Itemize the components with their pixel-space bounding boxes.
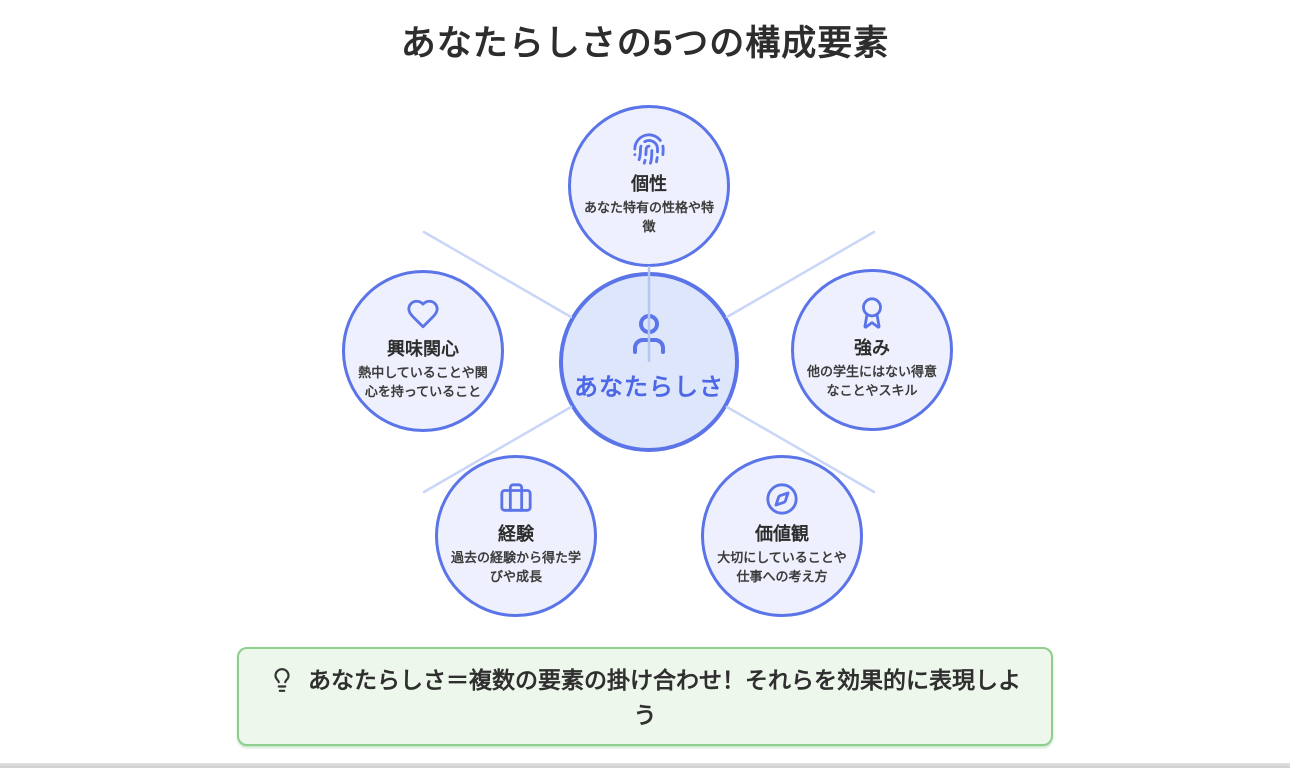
callout-message: あなたらしさ＝複数の要素の掛け合わせ！それらを効果的に表現しよう xyxy=(308,667,1021,728)
compass-icon xyxy=(765,482,799,516)
node-description: 過去の経験から得た学びや成長 xyxy=(450,550,581,584)
node-label: 興味関心 xyxy=(387,339,459,359)
node-experience: 経験 過去の経験から得た学びや成長 xyxy=(435,455,597,617)
briefcase-icon xyxy=(499,482,533,516)
award-icon xyxy=(855,296,889,330)
node-description: 熱中していることや関心を持っていること xyxy=(358,365,488,399)
node-label: 経験 xyxy=(498,524,534,544)
center-node: あなたらしさ xyxy=(559,272,739,452)
node-description: あなた特有の性格や特徴 xyxy=(583,200,714,234)
node-personality: 個性 あなた特有の性格や特徴 xyxy=(568,105,730,267)
node-label: 価値観 xyxy=(755,524,809,544)
node-interests: 興味関心 熱中していることや関心を持っていること xyxy=(342,270,504,432)
node-label: 個性 xyxy=(631,174,667,194)
heart-icon xyxy=(406,297,440,331)
node-description: 他の学生にはない得意なことやスキル xyxy=(806,364,937,398)
user-icon xyxy=(625,310,673,358)
fingerprint-icon xyxy=(632,132,666,166)
callout-box: あなたらしさ＝複数の要素の掛け合わせ！それらを効果的に表現しよう xyxy=(237,647,1053,746)
node-strengths: 強み 他の学生にはない得意なことやスキル xyxy=(791,269,953,431)
center-label: あなたらしさ xyxy=(574,374,724,401)
node-description: 大切にしていることや仕事への考え方 xyxy=(717,550,847,584)
node-values: 価値観 大切にしていることや仕事への考え方 xyxy=(701,455,863,617)
callout-text: あなたらしさ＝複数の要素の掛け合わせ！それらを効果的に表現しよう xyxy=(265,663,1025,732)
page-title: あなたらしさの5つの構成要素 xyxy=(400,24,890,63)
lightbulb-icon xyxy=(269,667,295,693)
page-bottom-edge xyxy=(0,763,1290,768)
node-label: 強み xyxy=(854,338,890,358)
